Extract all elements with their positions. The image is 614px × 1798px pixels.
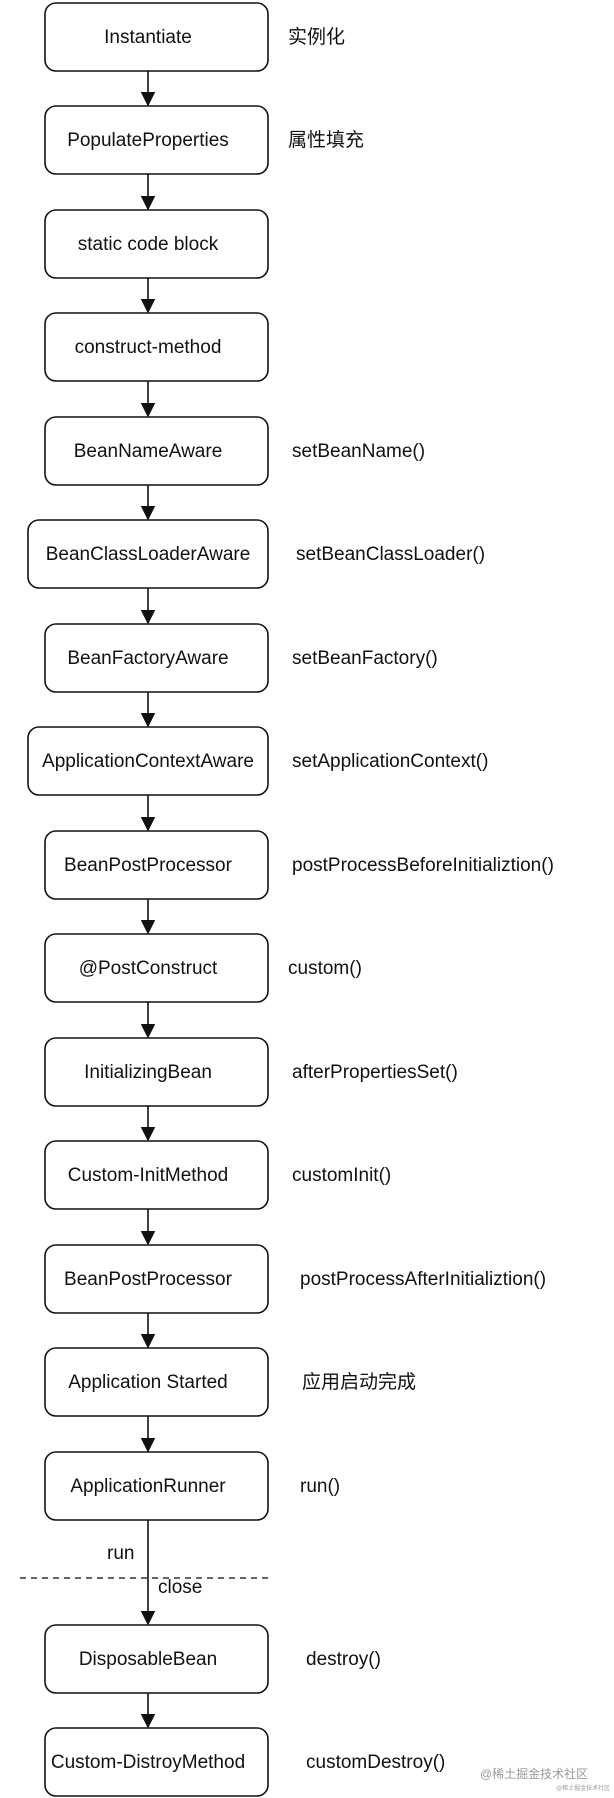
step-box: [44, 830, 269, 900]
run-phase-label: run: [107, 1543, 134, 1564]
step-note-bean-factory-aware: setBeanFactory(): [292, 648, 438, 669]
step-label: Custom-DistroyMethod: [51, 1752, 245, 1773]
watermark: @稀土掘金技术社区 @稀土掘金技术社区: [480, 1766, 610, 1792]
step-populate-properties: PopulateProperties: [44, 105, 269, 175]
step-initializing-bean: InitializingBean: [44, 1037, 269, 1107]
step-label: @PostConstruct: [79, 958, 218, 979]
step-label: BeanNameAware: [74, 441, 223, 462]
step-label: construct-method: [75, 337, 222, 358]
step-note-application-started: 应用启动完成: [302, 1371, 416, 1393]
step-label: BeanFactoryAware: [67, 648, 228, 669]
step-label: Instantiate: [104, 27, 192, 48]
step-box: [44, 1451, 269, 1521]
step-box: [27, 726, 269, 796]
step-box: [44, 1624, 269, 1694]
step-box: [44, 1347, 269, 1417]
step-box: [44, 312, 269, 382]
step-note-application-runner: run(): [300, 1476, 340, 1497]
step-label: BeanClassLoaderAware: [46, 544, 251, 565]
step-box: [27, 519, 269, 589]
step-box: [44, 1727, 269, 1797]
step-note-bean-class-loader-aware: setBeanClassLoader(): [296, 544, 485, 565]
step-note-populate-properties: 属性填充: [288, 129, 364, 151]
step-note-bean-post-processor-after: postProcessAfterInitializtion(): [300, 1269, 546, 1290]
step-disposable-bean: DisposableBean: [44, 1624, 269, 1694]
step-custom-init-method: Custom-InitMethod: [44, 1140, 269, 1210]
step-bean-name-aware: BeanNameAware: [44, 416, 269, 486]
step-static-code-block: static code block: [44, 209, 269, 279]
step-construct-method: construct-method: [44, 312, 269, 382]
step-box: [44, 933, 269, 1003]
step-box: [44, 1244, 269, 1314]
step-note-custom-destroy-method: customDestroy(): [306, 1752, 445, 1773]
step-bean-post-processor-before: BeanPostProcessor: [44, 830, 269, 900]
step-label: ApplicationRunner: [70, 1476, 226, 1497]
step-instantiate: Instantiate: [44, 2, 269, 72]
step-note-disposable-bean: destroy(): [306, 1649, 381, 1670]
step-box: [44, 416, 269, 486]
step-application-context-aware: ApplicationContextAware: [27, 726, 269, 796]
step-box: [44, 1037, 269, 1107]
step-label: BeanPostProcessor: [64, 855, 233, 876]
step-application-started: Application Started: [44, 1347, 269, 1417]
step-bean-class-loader-aware: BeanClassLoaderAware: [27, 519, 269, 589]
step-note-application-context-aware: setApplicationContext(): [292, 751, 488, 772]
step-label: DisposableBean: [79, 1649, 217, 1670]
step-label: static code block: [78, 234, 219, 255]
step-box: [44, 209, 269, 279]
step-box: [44, 2, 269, 72]
step-note-initializing-bean: afterPropertiesSet(): [292, 1062, 458, 1083]
step-label: PopulateProperties: [67, 130, 229, 151]
close-phase-label: close: [158, 1577, 202, 1598]
step-box: [44, 623, 269, 693]
step-label: BeanPostProcessor: [64, 1269, 233, 1290]
step-note-bean-post-processor-before: postProcessBeforeInitializtion(): [292, 855, 554, 876]
step-bean-post-processor-after: BeanPostProcessor: [44, 1244, 269, 1314]
step-note-post-construct: custom(): [288, 958, 362, 979]
step-custom-destroy-method: Custom-DistroyMethod: [44, 1727, 269, 1797]
watermark-subtext: @稀土掘金技术社区: [556, 1784, 610, 1792]
step-post-construct: @PostConstruct: [44, 933, 269, 1003]
step-box: [44, 1140, 269, 1210]
step-label: InitializingBean: [84, 1062, 212, 1083]
step-note-custom-init-method: customInit(): [292, 1165, 391, 1186]
step-note-instantiate: 实例化: [288, 26, 345, 48]
step-note-bean-name-aware: setBeanName(): [292, 441, 425, 462]
step-label: Application Started: [68, 1372, 228, 1393]
step-label: ApplicationContextAware: [42, 751, 254, 772]
step-label: Custom-InitMethod: [68, 1165, 229, 1186]
step-bean-factory-aware: BeanFactoryAware: [44, 623, 269, 693]
step-box: [44, 105, 269, 175]
watermark-text: @稀土掘金技术社区: [480, 1766, 588, 1781]
step-application-runner: ApplicationRunner: [44, 1451, 269, 1521]
